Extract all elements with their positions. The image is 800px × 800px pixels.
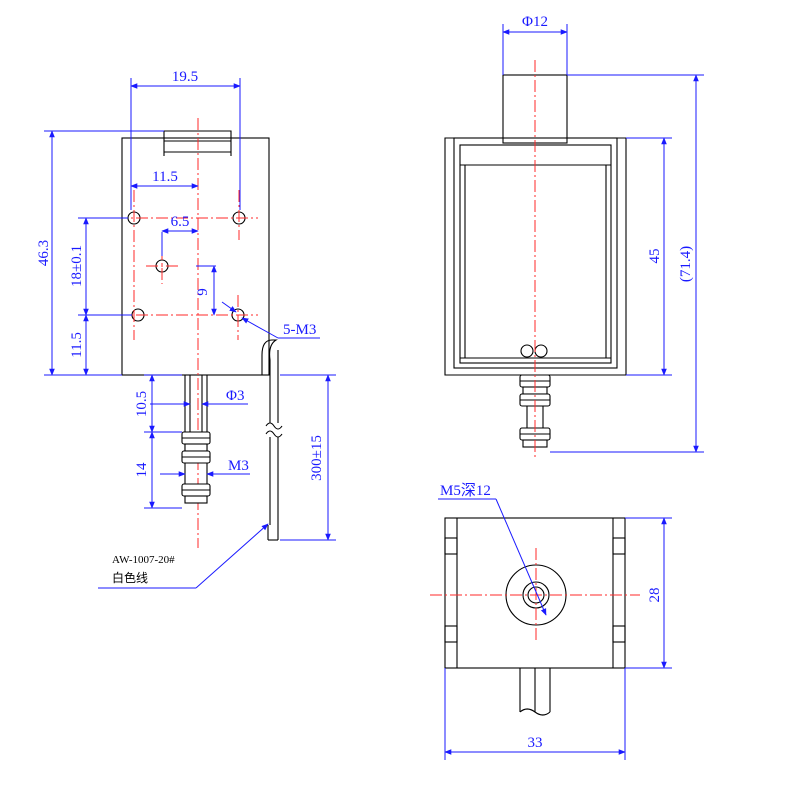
dim-label-phi12: Φ12 <box>522 14 548 30</box>
bottom-body <box>444 517 626 669</box>
dim-width-19-5: 19.5 <box>130 69 241 210</box>
wire-color-label: 白色线 <box>112 570 148 585</box>
dim-label-28: 28 <box>647 588 663 603</box>
dim-label-phi3: Φ3 <box>226 388 244 404</box>
dim-label-6-5: 6.5 <box>171 214 190 230</box>
front-view: Φ12 45 (71.4) <box>444 14 704 460</box>
dim-thread-m3: M3 <box>160 458 250 477</box>
side-view: 19.5 11.5 6.5 46.3 18±0.1 <box>36 69 336 589</box>
lead-wire <box>261 339 283 541</box>
wire-spec-label: AW-1007-20# <box>112 554 175 566</box>
dim-label-300: 300±15 <box>309 435 325 481</box>
dim-label-18: 18±0.1 <box>69 245 85 287</box>
dim-label-45: 45 <box>647 249 663 264</box>
dim-label-5-m3: 5-M3 <box>283 322 316 338</box>
dim-bottom-28: 28 <box>625 517 672 669</box>
dim-label-m5: M5深12 <box>440 482 491 499</box>
dim-plunger-dia: Φ3 <box>150 388 248 407</box>
dim-length-10-5: 10.5 <box>134 374 182 433</box>
dim-label-19-5: 19.5 <box>172 69 198 85</box>
side-nuts <box>181 431 211 504</box>
leader-5-m3: 5-M3 <box>221 301 320 339</box>
dim-label-71-4: (71.4) <box>678 246 694 282</box>
dim-label-m3: M3 <box>228 458 249 474</box>
dim-height-46-3: 46.3 <box>36 130 164 376</box>
dim-label-33: 33 <box>528 735 543 751</box>
dim-label-9: 9 <box>195 288 211 296</box>
dim-bottom-33: 33 <box>444 668 626 760</box>
bottom-view: M5深12 28 33 <box>430 482 672 760</box>
dim-bottom-11-5: 11.5 <box>69 314 89 376</box>
leader-m5: M5深12 <box>438 482 547 616</box>
dim-hole-spacing-11-5: 11.5 <box>130 169 199 189</box>
dim-label-10-5: 10.5 <box>134 391 150 417</box>
bottom-slots <box>444 537 626 643</box>
dim-label-11-5-top: 11.5 <box>152 169 178 185</box>
side-frame-body <box>121 137 270 376</box>
dim-label-46-3: 46.3 <box>36 240 52 266</box>
dim-length-14: 14 <box>134 431 182 509</box>
dim-label-11-5-bottom: 11.5 <box>69 332 85 358</box>
side-top-tab <box>163 130 232 156</box>
dim-front-total: (71.4) <box>550 74 704 453</box>
dim-lead-length: 300±15 <box>280 374 336 541</box>
dim-offset-6-5: 6.5 <box>161 214 199 256</box>
dim-front-45: 45 <box>626 137 672 376</box>
wire-annotation: AW-1007-20# 白色线 <box>98 523 269 589</box>
dim-label-14: 14 <box>134 462 150 478</box>
dim-spacing-9: 9 <box>195 265 217 316</box>
dim-front-dia: Φ12 <box>502 14 568 75</box>
